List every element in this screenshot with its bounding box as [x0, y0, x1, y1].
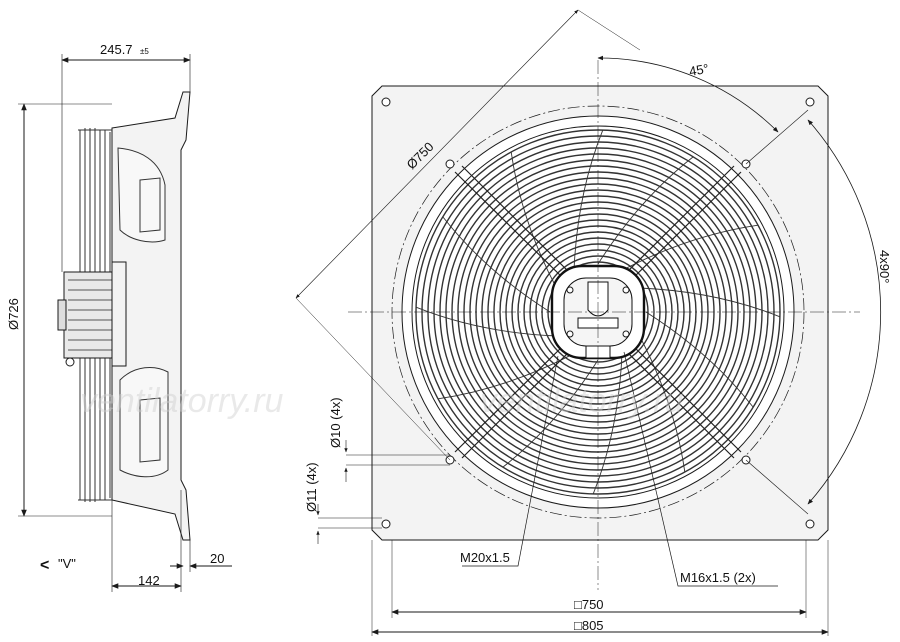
front-view — [295, 9, 882, 636]
grille-rib — [592, 353, 623, 495]
side-view — [18, 54, 232, 592]
grille-rib — [597, 156, 694, 265]
grille-rib — [639, 287, 781, 318]
hole-10-label: Ø10 (4x) — [328, 397, 343, 448]
diameter-726-label: Ø726 — [6, 298, 21, 330]
angle-4x90-label: 4x90° — [877, 250, 892, 283]
depth-dimension: 245.7 — [100, 42, 133, 57]
grille-rib — [621, 224, 759, 271]
blade-outlines — [117, 147, 169, 478]
corner-hole — [381, 97, 391, 107]
square-805-label: □805 — [574, 618, 604, 633]
grille-rib — [415, 306, 557, 337]
angle-45-label: 45° — [688, 61, 710, 79]
corner-hole — [381, 519, 391, 529]
square-750-label: □750 — [574, 597, 604, 612]
thread-m20-label: M20x1.5 — [460, 550, 510, 565]
angle-arc-4x90 — [807, 119, 882, 505]
motor-block — [57, 261, 127, 367]
watermark-left: ventilatorry.ru — [80, 382, 284, 420]
bolt-hole — [445, 159, 455, 169]
corner-hole — [805, 519, 815, 529]
grille-rib — [639, 335, 686, 473]
dim-line-750-diagonal — [295, 9, 579, 299]
view-mark-label: "V" — [58, 556, 76, 571]
grille-rib — [437, 353, 575, 400]
thread-m16-label: M16x1.5 (2x) — [680, 570, 756, 585]
corner-hole — [805, 97, 815, 107]
dim-20-label: 20 — [210, 551, 224, 566]
hole-11-label: Ø11 (4x) — [304, 462, 319, 512]
grille-rib — [502, 359, 599, 468]
view-arrow-icon: < — [40, 557, 49, 574]
grille-rib — [645, 311, 754, 408]
watermark-right: ventilatorry.ru — [480, 382, 684, 420]
angle-arc-45 — [597, 55, 779, 133]
depth-tolerance: ±5 — [140, 47, 149, 56]
dim-142-label: 142 — [138, 573, 160, 588]
